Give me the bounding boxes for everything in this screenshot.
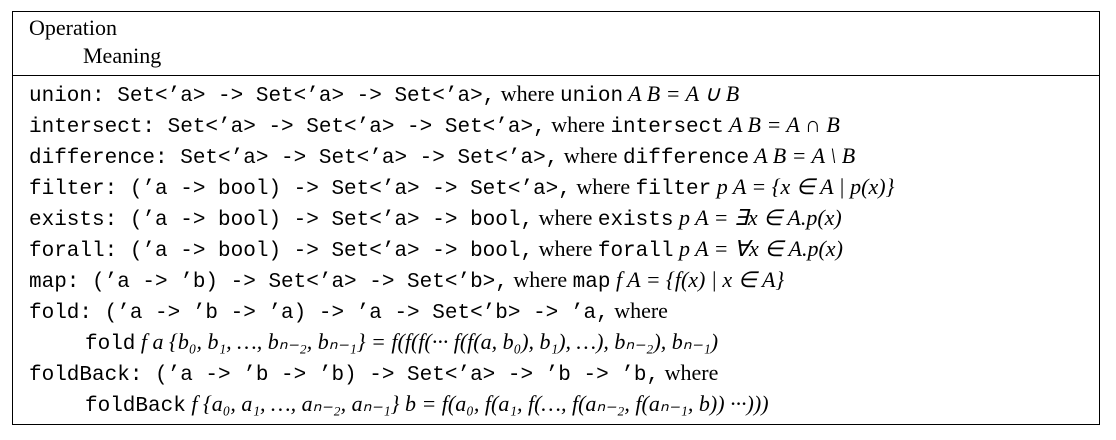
row-code: filter	[635, 178, 712, 201]
row-math: p A = ∃x ∈ A.p(x)	[673, 205, 842, 230]
table-row: fold: (’a -> ’b -> ’a) -> ’a -> Set<’b> …	[29, 295, 668, 326]
row-math: A B = A ∪ B	[623, 81, 740, 106]
row-math: f {a₀, a₁, …, aₙ₋₂, aₙ₋₁} b = f(a₀, f(a₁…	[185, 391, 769, 416]
row-math: A B = A ∩ B	[723, 112, 840, 137]
row-where: where	[608, 298, 668, 323]
table-row: filter: (’a -> bool) -> Set<’a> -> Set<’…	[29, 171, 894, 202]
row-code: map	[572, 271, 611, 294]
row-where: where	[570, 174, 636, 199]
table-row: foldBack f {a₀, a₁, …, aₙ₋₂, aₙ₋₁} b = f…	[85, 388, 769, 419]
row-code: intersect	[610, 116, 724, 139]
row-signature: fold: (’a -> ’b -> ’a) -> ’a -> Set<’b> …	[29, 302, 609, 325]
row-code: exists	[597, 209, 674, 232]
row-math: f a {b₀, b₁, …, bₙ₋₂, bₙ₋₁} = f(f(f(··· …	[135, 329, 719, 354]
row-where: where	[545, 112, 611, 137]
row-signature: filter: (’a -> bool) -> Set<’a> -> Set<’…	[29, 178, 571, 201]
operations-table: Operation Meaning union: Set<’a> -> Set<…	[12, 11, 1100, 425]
row-math: A B = A \ B	[749, 143, 856, 168]
header-divider	[13, 75, 1099, 76]
row-where: where	[533, 236, 598, 261]
row-code: forall	[597, 240, 674, 263]
table-row: intersect: Set<’a> -> Set<’a> -> Set<’a>…	[29, 109, 840, 140]
table-row: forall: (’a -> bool) -> Set<’a> -> bool,…	[29, 233, 843, 264]
row-where: where	[495, 81, 561, 106]
row-signature: forall: (’a -> bool) -> Set<’a> -> bool,	[29, 240, 534, 263]
row-signature: exists: (’a -> bool) -> Set<’a> -> bool,	[29, 209, 534, 232]
row-code: difference	[623, 147, 750, 170]
row-signature: intersect: Set<’a> -> Set<’a> -> Set<’a>…	[29, 116, 546, 139]
row-where: where	[507, 267, 573, 292]
row-math: p A = ∀x ∈ A.p(x)	[673, 236, 843, 261]
row-where: where	[533, 205, 598, 230]
row-where: where	[659, 360, 719, 385]
row-signature: foldBack: (’a -> ’b -> ’b) -> Set<’a> ->…	[29, 364, 660, 387]
row-math: f A = {f(x) | x ∈ A}	[610, 267, 785, 292]
row-where: where	[558, 143, 624, 168]
table-row: foldBack: (’a -> ’b -> ’b) -> Set<’a> ->…	[29, 357, 718, 388]
row-code: union	[560, 85, 624, 108]
header-operation: Operation	[29, 15, 117, 40]
row-signature: union: Set<’a> -> Set<’a> -> Set<’a>,	[29, 85, 496, 108]
row-math: p A = {x ∈ A | p(x)}	[711, 174, 895, 199]
table-row: difference: Set<’a> -> Set<’a> -> Set<’a…	[29, 140, 855, 171]
row-signature: difference: Set<’a> -> Set<’a> -> Set<’a…	[29, 147, 559, 170]
row-code: foldBack	[85, 395, 186, 418]
row-signature: map: (’a -> ’b) -> Set<’a> -> Set<’b>,	[29, 271, 508, 294]
table-row: exists: (’a -> bool) -> Set<’a> -> bool,…	[29, 202, 842, 233]
table-row: map: (’a -> ’b) -> Set<’a> -> Set<’b>, w…	[29, 264, 784, 295]
table-row: union: Set<’a> -> Set<’a> -> Set<’a>, wh…	[29, 78, 739, 109]
row-code: fold	[85, 333, 136, 356]
table-row: fold f a {b₀, b₁, …, bₙ₋₂, bₙ₋₁} = f(f(f…	[85, 326, 718, 357]
header-meaning: Meaning	[83, 43, 162, 68]
